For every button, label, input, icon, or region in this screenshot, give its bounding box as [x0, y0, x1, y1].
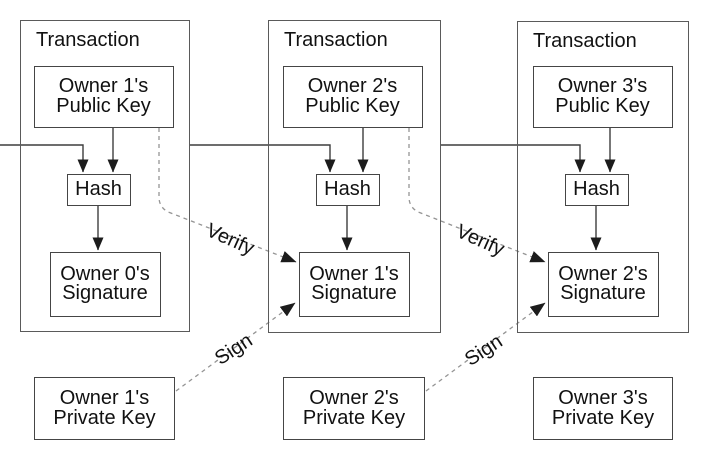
- private-key-box-2: Owner 2's Private Key: [283, 377, 425, 440]
- public-key-3-line1: Owner 3's: [557, 75, 648, 97]
- chain-line-txn1-to-txn2: [190, 144, 336, 173]
- transaction-box-2: Transaction Owner 2's Public Key Hash Ow…: [268, 20, 441, 333]
- hash-3-label: Hash: [573, 177, 620, 200]
- signature-2-line1: Owner 1's: [309, 262, 399, 285]
- public-key-box-3: Owner 3's Public Key: [532, 65, 673, 128]
- private-key-2-line1: Owner 2's: [309, 387, 399, 409]
- private-key-3-line2: Private Key: [551, 406, 655, 429]
- public-key-2-line2: Public Key: [305, 94, 400, 117]
- hash-2-label: Hash: [324, 177, 371, 200]
- private-key-2-line2: Private Key: [302, 406, 406, 429]
- signature-box-2: Owner 1's Signature: [298, 251, 410, 317]
- transaction-title-2: Transaction: [284, 29, 388, 51]
- transaction-title-1: Transaction: [36, 29, 140, 51]
- public-key-2-line1: Owner 2's: [307, 75, 398, 97]
- public-key-3-line2: Public Key: [555, 94, 650, 117]
- public-key-1-line2: Public Key: [56, 94, 151, 117]
- verify-arrow-1: [158, 128, 297, 263]
- chain-line-into-txn1: [0, 144, 89, 173]
- signature-1-line2: Signature: [62, 282, 148, 304]
- signature-2-line2: Signature: [311, 282, 397, 304]
- private-key-1-line2: Private Key: [53, 406, 156, 429]
- transaction-title-3: Transaction: [533, 30, 637, 52]
- transaction-box-3: Transaction Owner 3's Public Key Hash Ow…: [517, 21, 689, 333]
- private-key-3-line1: Owner 3's: [558, 387, 648, 409]
- public-key-box-1: Owner 1's Public Key: [33, 65, 174, 128]
- private-key-box-1: Owner 1's Private Key: [34, 377, 175, 440]
- public-key-1-line1: Owner 1's: [58, 75, 149, 97]
- signature-box-1: Owner 0's Signature: [49, 251, 161, 317]
- signature-3-line1: Owner 2's: [558, 262, 648, 285]
- private-key-1-line1: Owner 1's: [59, 387, 150, 409]
- sign-arrow-2: [425, 302, 546, 392]
- public-key-box-2: Owner 2's Public Key: [282, 65, 423, 128]
- hash-box-1: Hash: [66, 173, 131, 206]
- verify-arrow-2: [408, 128, 546, 263]
- private-key-box-3: Owner 3's Private Key: [533, 377, 673, 440]
- signature-3-line2: Signature: [560, 282, 646, 304]
- signature-1-line1: Owner 0's: [60, 262, 150, 285]
- hash-box-3: Hash: [564, 173, 629, 206]
- chain-line-txn2-to-txn3: [441, 144, 586, 173]
- hash-1-label: Hash: [75, 177, 122, 200]
- signature-box-3: Owner 2's Signature: [547, 251, 659, 317]
- sign-arrow-1: [175, 302, 296, 392]
- hash-box-2: Hash: [315, 173, 380, 206]
- transaction-box-1: Transaction Owner 1's Public Key Hash Ow…: [20, 20, 190, 332]
